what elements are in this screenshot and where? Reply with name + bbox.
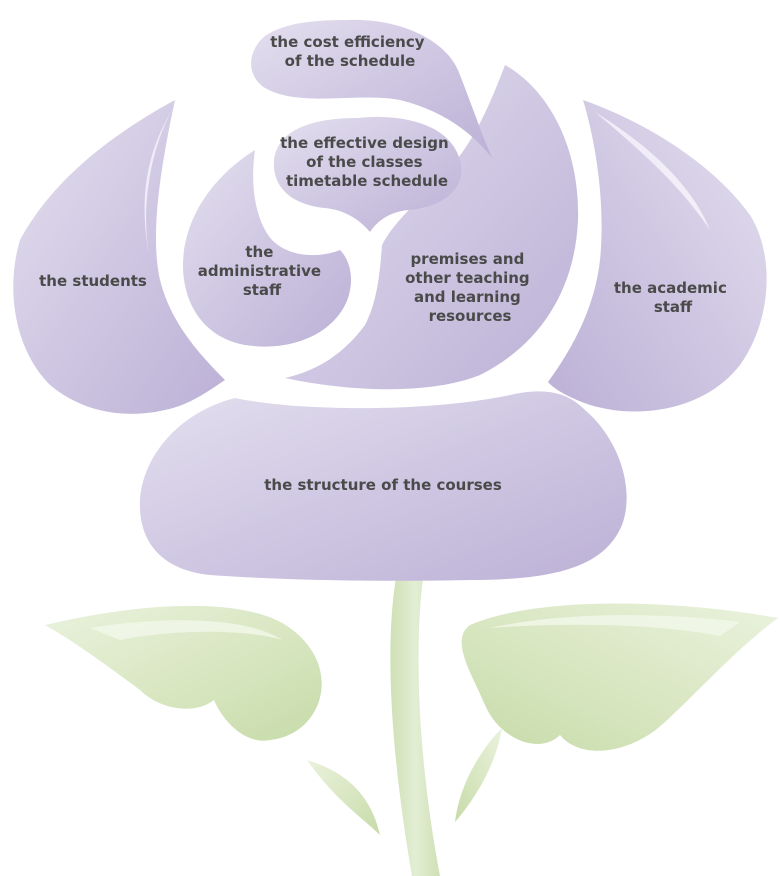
label-line: the structure of the courses	[264, 476, 502, 494]
left-leaf-highlight	[90, 620, 282, 640]
label-structure: the structure of the courses	[264, 476, 502, 494]
label-academic-staff: the academic staff	[614, 279, 732, 316]
right-leaf-shape	[461, 603, 778, 751]
label-line: staff	[243, 281, 282, 299]
label-effective-design: the effective design of the classes time…	[280, 134, 454, 190]
label-line: administrative	[198, 262, 321, 280]
petal-structure-of-courses	[139, 391, 627, 581]
petal-academic-staff	[548, 100, 767, 412]
label-line: the academic	[614, 279, 727, 297]
left-leaf-shape	[45, 605, 322, 741]
label-line: other teaching	[405, 269, 530, 287]
label-premises: premises and other teaching and learning…	[405, 250, 535, 325]
label-line: staff	[654, 298, 693, 316]
petal-effective-design	[273, 116, 462, 232]
small-right-leaf-shape	[455, 728, 502, 822]
label-line: of the schedule	[285, 52, 416, 70]
label-line: the cost efficiency	[270, 33, 424, 51]
label-line: resources	[429, 307, 512, 325]
label-cost-efficiency: the cost efficiency of the schedule	[270, 33, 429, 70]
right-leaf-highlight	[490, 615, 740, 636]
label-line: timetable schedule	[286, 172, 448, 190]
stem-shape	[390, 578, 440, 876]
label-line: of the classes	[306, 153, 422, 171]
label-students: the students	[39, 272, 147, 290]
petal-administrative-staff	[182, 150, 352, 347]
label-line: the effective design	[280, 134, 449, 152]
label-administrative-staff: the administrative staff	[198, 243, 327, 299]
label-line: the	[245, 243, 273, 261]
small-left-leaf-shape	[307, 760, 380, 835]
label-line: the students	[39, 272, 147, 290]
label-line: and learning	[414, 288, 521, 306]
petal-students	[13, 100, 225, 414]
petal-students-highlight	[144, 110, 172, 260]
petal-cost-efficiency	[251, 19, 492, 159]
petal-premises	[285, 65, 579, 390]
label-line: premises and	[410, 250, 524, 268]
